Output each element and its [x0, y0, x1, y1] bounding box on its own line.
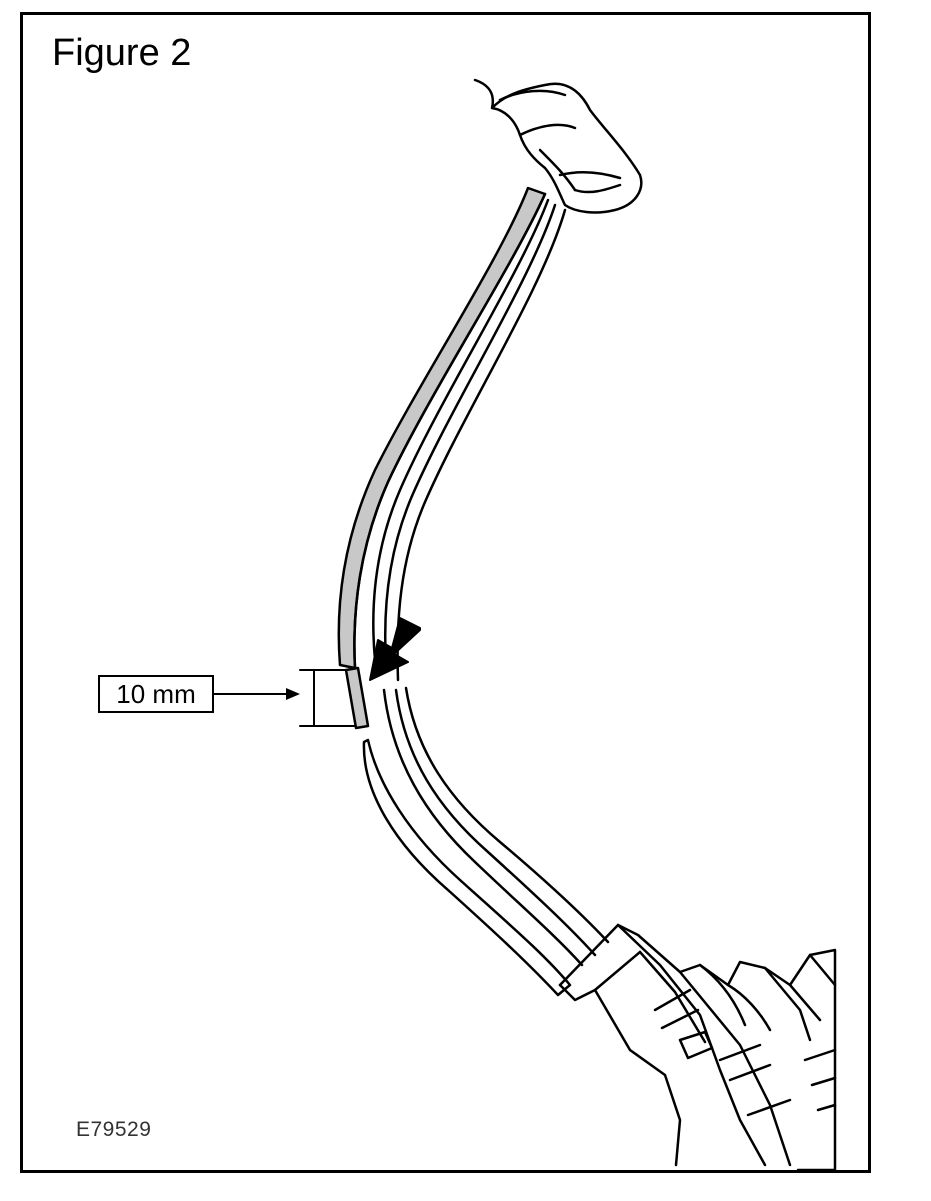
wire-lower-2 — [382, 688, 584, 967]
wire-upper-3 — [372, 198, 550, 662]
figure-title: Figure 2 — [52, 32, 192, 74]
highlighted-wire-upper — [337, 186, 547, 670]
wire-upper-2 — [353, 192, 547, 670]
grey-wire-stub — [344, 666, 370, 730]
upper-connector-boot — [473, 78, 643, 214]
arrow-down-left-icon — [369, 617, 421, 681]
lower-connector — [558, 923, 837, 1172]
wire-upper-4 — [383, 203, 557, 664]
wire-upper-5 — [396, 208, 567, 682]
dimension-label: 10 mm — [98, 675, 214, 713]
dimension-bracket — [213, 669, 356, 727]
reference-code: E79529 — [76, 1118, 152, 1141]
arrow-right-icon — [286, 688, 300, 700]
wire-lower-4 — [404, 686, 610, 944]
figure-frame — [20, 12, 871, 1173]
grey-wire-lower — [362, 738, 572, 997]
wire-lower-3 — [394, 688, 597, 957]
